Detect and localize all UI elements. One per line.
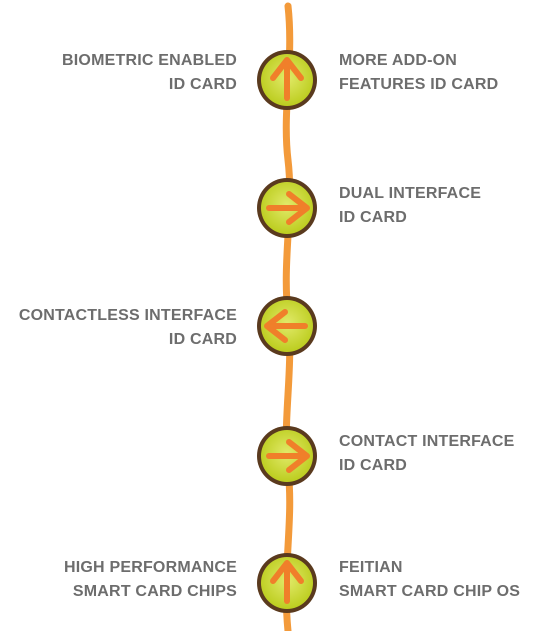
timeline-node-contactless (257, 296, 317, 356)
label-line: ID CARD (339, 457, 408, 474)
label-line: DUAL INTERFACE (339, 185, 482, 202)
timeline-node-contact (257, 426, 317, 486)
label-line: MORE ADD-ON (339, 52, 458, 69)
label-line: HIGH PERFORMANCE (64, 559, 237, 576)
label-line: ID CARD (168, 76, 237, 93)
label-smart-card-chips: HIGH PERFORMANCE SMART CARD CHIPS (64, 556, 237, 604)
timeline-node-dual (257, 178, 317, 238)
label-line: BIOMETRIC ENABLED (62, 52, 237, 69)
label-line: ID CARD (168, 331, 237, 348)
label-chip-os: FEITIAN SMART CARD CHIP OS (339, 556, 520, 604)
label-line: CONTACTLESS INTERFACE (18, 307, 237, 324)
label-line: CONTACT INTERFACE (339, 433, 515, 450)
arrow-right-icon (266, 191, 310, 225)
label-line: FEATURES ID CARD (339, 76, 499, 93)
label-line: SMART CARD CHIPS (72, 583, 237, 600)
label-line: ID CARD (339, 209, 408, 226)
label-biometric-left: BIOMETRIC ENABLED ID CARD (62, 49, 237, 97)
arrow-left-icon (264, 309, 308, 343)
label-line: FEITIAN (339, 559, 403, 576)
timeline-node-biometric (257, 50, 317, 110)
label-line: SMART CARD CHIP OS (339, 583, 521, 600)
label-dual-interface: DUAL INTERFACE ID CARD (339, 182, 481, 230)
arrow-up-icon (270, 560, 304, 604)
arrow-right-icon (266, 439, 310, 473)
arrow-up-icon (270, 57, 304, 101)
label-contactless-interface: CONTACTLESS INTERFACE ID CARD (19, 304, 237, 352)
label-add-on-right: MORE ADD-ON FEATURES ID CARD (339, 49, 498, 97)
timeline-node-feitian-os (257, 553, 317, 613)
label-contact-interface: CONTACT INTERFACE ID CARD (339, 430, 515, 478)
